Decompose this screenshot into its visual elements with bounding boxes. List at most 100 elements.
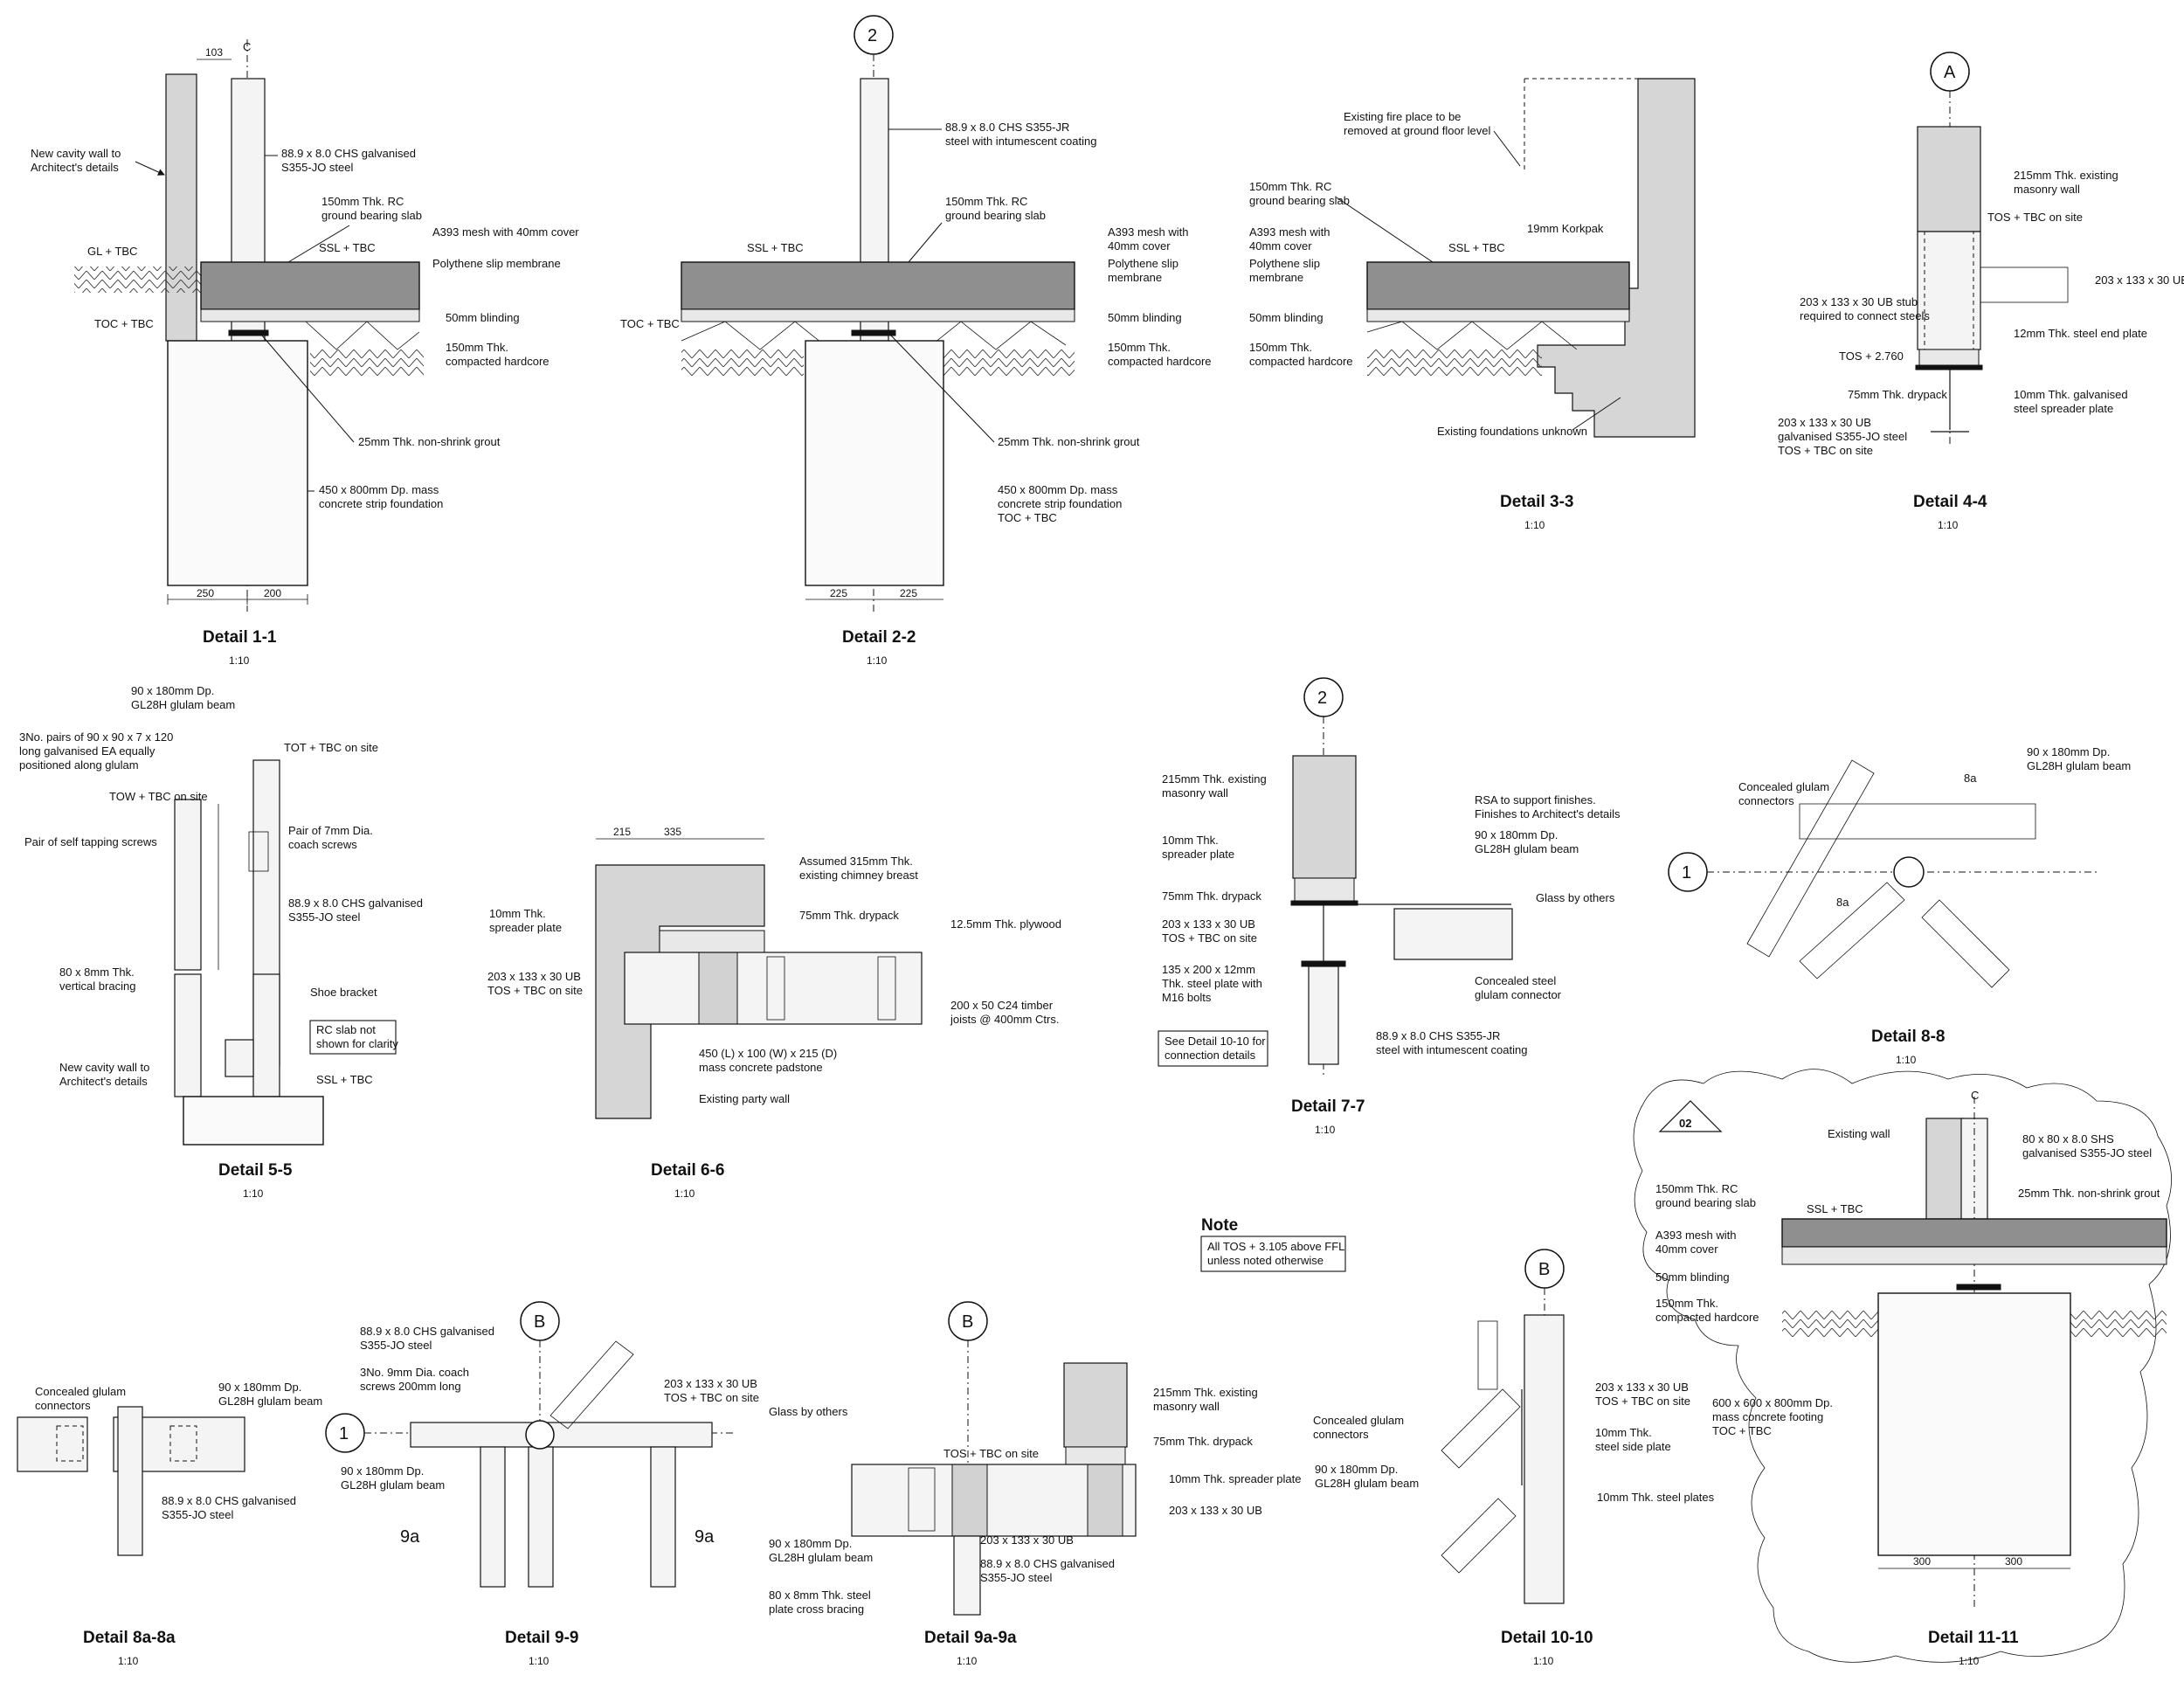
label-ub-4: 203 x 133 x 30 UB xyxy=(2095,273,2184,287)
label-ub-6: 203 x 133 x 30 UB xyxy=(487,970,581,983)
label-korkpak: 19mm Korkpak xyxy=(1527,222,1604,235)
scale-detail-3-3: 1:10 xyxy=(1524,519,1545,531)
label-spreader-6b: spreader plate xyxy=(489,921,562,934)
note-title: Note xyxy=(1201,1216,1238,1235)
label-glulam-8: 90 x 180mm Dp. xyxy=(2027,745,2110,758)
label-mesh-b: A393 mesh with xyxy=(1108,225,1189,239)
label-poly-c2: membrane xyxy=(1249,271,1303,284)
detail-1-1: C 250 200 103 New cavity wall to Archite… xyxy=(31,39,579,667)
label-ub-9a-b: 203 x 133 x 30 UB xyxy=(980,1533,1074,1547)
label-rc-c: 150mm Thk. RC xyxy=(1249,180,1331,193)
scale-detail-9a-9a: 1:10 xyxy=(957,1655,978,1667)
label-chs-8a-2: S355-JO steel xyxy=(162,1508,233,1521)
label-ea-3: positioned along glulam xyxy=(19,758,139,772)
grid-a: A xyxy=(1944,63,1956,82)
label-hardcore-b: 150mm Thk. xyxy=(1108,341,1171,354)
label-masonry-9a-2: masonry wall xyxy=(1153,1400,1220,1413)
label-mesh-b2: 40mm cover xyxy=(1108,239,1171,253)
label-footing-3: TOC + TBC xyxy=(1712,1424,1772,1437)
label-endplate: 12mm Thk. steel end plate xyxy=(2014,327,2147,340)
section-9a-right: 9a xyxy=(695,1527,715,1547)
label-blinding: 50mm blinding xyxy=(446,311,520,324)
label-found-b2: concrete strip foundation xyxy=(998,497,1122,510)
label-grout: 25mm Thk. non-shrink grout xyxy=(358,435,501,448)
general-note: Note All TOS + 3.105 above FFL unless no… xyxy=(1200,1216,1346,1272)
label-coach: Pair of 7mm Dia. xyxy=(288,824,373,837)
label-glulam-8a-2: GL28H glulam beam xyxy=(218,1395,322,1408)
dim-225-a: 225 xyxy=(830,587,847,599)
label-glulam-5: 90 x 180mm Dp. xyxy=(131,684,214,697)
note-line-2: unless noted otherwise xyxy=(1207,1254,1324,1267)
scale-detail-8-8: 1:10 xyxy=(1896,1054,1917,1066)
detail-2-2: 2 225 225 SSL + TBC TOC + TBC 88.9 x 8.0… xyxy=(620,15,1212,667)
label-joist-2: joists @ 400mm Ctrs. xyxy=(950,1013,1059,1026)
label-ea: 3No. pairs of 90 x 90 x 7 x 120 xyxy=(19,730,173,744)
masonry-wall-4 xyxy=(1917,126,1981,232)
dim-300-a: 300 xyxy=(1913,1555,1931,1568)
label-ub-6b: TOS + TBC on site xyxy=(487,984,583,997)
label-drypack-7: 75mm Thk. drypack xyxy=(1162,889,1261,903)
label-joist: 200 x 50 C24 timber xyxy=(950,999,1054,1012)
detail-11-11: C 300 300 Existing wall 80 x 80 x 8.0 SH… xyxy=(1655,1089,2167,1667)
label-cavity: New cavity wall to xyxy=(31,147,121,160)
label-exfound: Existing foundations unknown xyxy=(1437,425,1587,438)
label-chs-9: 88.9 x 8.0 CHS galvanised xyxy=(360,1325,494,1338)
level-tos-2760: TOS + 2.760 xyxy=(1839,350,1904,363)
label-fire-2: removed at ground floor level xyxy=(1344,124,1490,137)
level-tot: TOT + TBC on site xyxy=(284,741,378,754)
label-rc-note: RC slab not xyxy=(316,1023,376,1036)
label-cavity-5b: Architect's details xyxy=(59,1075,148,1088)
label-plate-3: M16 bolts xyxy=(1162,991,1212,1004)
label-cavity-5: New cavity wall to xyxy=(59,1061,149,1074)
label-masonry-9a: 215mm Thk. existing xyxy=(1153,1386,1258,1399)
label-blinding-b: 50mm blinding xyxy=(1108,311,1182,324)
label-blinding-c: 50mm blinding xyxy=(1249,311,1324,324)
label-spreader-7b: spreader plate xyxy=(1162,848,1234,861)
label-hardcore-c2: compacted hardcore xyxy=(1249,355,1353,368)
scale-detail-4-4: 1:10 xyxy=(1938,519,1959,531)
label-glass-9a: Glass by others xyxy=(769,1405,848,1418)
label-cgc-8: Concealed glulam xyxy=(1738,780,1829,793)
label-ub-10: 203 x 133 x 30 UB xyxy=(1595,1381,1689,1394)
label-spreader-9a: 10mm Thk. spreader plate xyxy=(1169,1472,1302,1485)
title-detail-9a-9a: Detail 9a-9a xyxy=(924,1629,1017,1647)
centreline-mark: C xyxy=(243,40,251,53)
label-party-wall: Existing party wall xyxy=(699,1092,790,1105)
title-detail-11-11: Detail 11-11 xyxy=(1928,1629,2019,1647)
label-rc-b2: ground bearing slab xyxy=(945,209,1046,222)
label-chimney: Assumed 315mm Thk. xyxy=(799,855,913,868)
label-chs-9a-2: S355-JO steel xyxy=(980,1571,1052,1584)
label-ub-9: 203 x 133 x 30 UB xyxy=(664,1377,757,1390)
label-hardcore-b2: compacted hardcore xyxy=(1108,355,1212,368)
level-tos-4: TOS + TBC on site xyxy=(1987,211,2083,224)
level-toc: TOC + TBC xyxy=(94,317,154,330)
label-hardcore-11b: compacted hardcore xyxy=(1655,1311,1759,1324)
label-spreader-7: 10mm Thk. xyxy=(1162,834,1219,847)
label-foundation: 450 x 800mm Dp. mass xyxy=(319,483,439,496)
label-masonry-4b: masonry wall xyxy=(2014,183,2080,196)
label-mesh-c: A393 mesh with xyxy=(1249,225,1330,239)
scale-detail-2-2: 1:10 xyxy=(867,654,888,667)
label-glulam-7: 90 x 180mm Dp. xyxy=(1475,828,1558,841)
label-coach-9b: screws 200mm long xyxy=(360,1380,461,1393)
dim-225-b: 225 xyxy=(900,587,917,599)
detail-4-4: A 215mm Thk. existing masonry wall TOS +… xyxy=(1778,52,2184,531)
title-detail-4-4: Detail 4-4 xyxy=(1913,493,1987,511)
label-cgc-8a-2: connectors xyxy=(35,1399,91,1412)
label-ubg-3: TOS + TBC on site xyxy=(1778,444,1873,457)
label-glulam-10b: GL28H glulam beam xyxy=(1315,1477,1419,1490)
label-glass-7: Glass by others xyxy=(1536,891,1615,904)
label-padstone: 450 (L) x 100 (W) x 215 (D) xyxy=(699,1047,837,1060)
detail-10-10: B Concealed glulam connectors 203 x 133 … xyxy=(1313,1249,1715,1667)
detail-8a-8a: Concealed glulam connectors 90 x 180mm D… xyxy=(17,1381,322,1667)
grid-2b: 2 xyxy=(1317,689,1327,708)
grid-1: 1 xyxy=(1682,863,1691,883)
label-chsjr: 88.9 x 8.0 CHS S355-JR xyxy=(945,121,1069,134)
label-poly-b2: membrane xyxy=(1108,271,1162,284)
label-ub-7b: TOS + TBC on site xyxy=(1162,931,1257,945)
label-fire: Existing fire place to be xyxy=(1344,110,1461,123)
title-detail-2-2: Detail 2-2 xyxy=(842,628,916,647)
label-chimney-2: existing chimney breast xyxy=(799,869,918,882)
title-detail-6-6: Detail 6-6 xyxy=(651,1161,724,1180)
note-line-1: All TOS + 3.105 above FFL xyxy=(1207,1240,1344,1253)
